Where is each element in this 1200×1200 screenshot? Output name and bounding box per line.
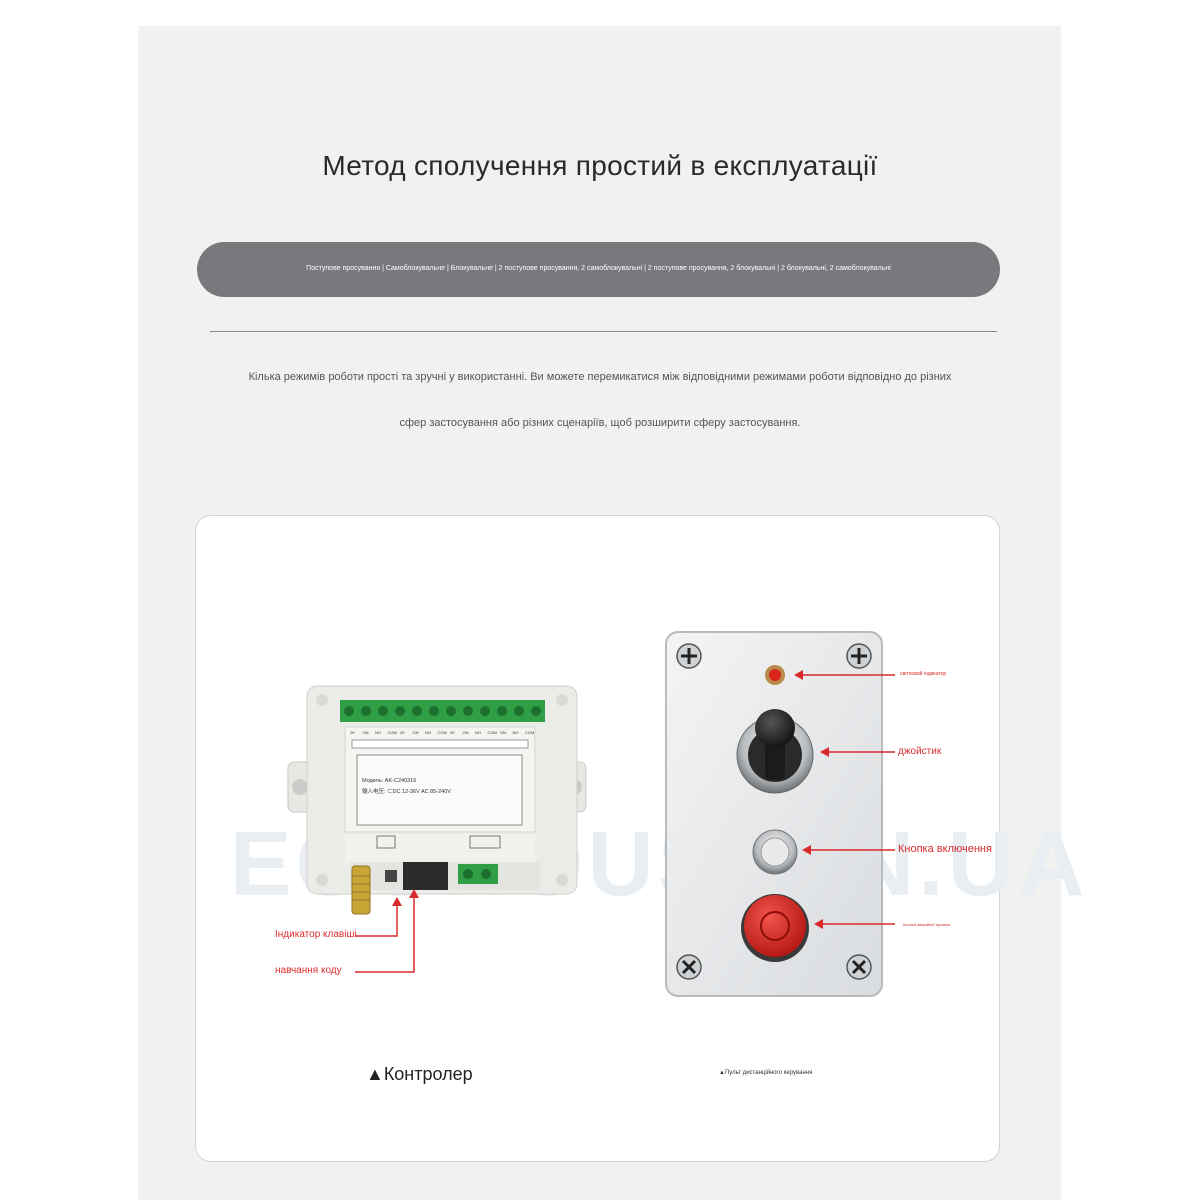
controller-device bbox=[287, 685, 587, 915]
terminal-label: 2K bbox=[450, 730, 455, 735]
terminal-label: COM bbox=[488, 730, 497, 735]
terminal-label: NO bbox=[375, 730, 381, 735]
terminal-label: 2K bbox=[350, 730, 355, 735]
terminal-label: COM bbox=[525, 730, 534, 735]
label-indicator: світловий індикатор bbox=[900, 671, 947, 677]
label-emergency-stop: Кнопка аварійної зупинки bbox=[903, 922, 951, 927]
remote-device bbox=[665, 631, 883, 997]
description-line-1: Кілька режимів роботи прості та зручні у… bbox=[248, 371, 952, 383]
terminal-label: ON bbox=[363, 730, 369, 735]
terminal-screws-top bbox=[344, 706, 541, 716]
divider bbox=[210, 331, 997, 332]
terminal-label: 2K bbox=[400, 730, 405, 735]
terminal-label: NO bbox=[475, 730, 481, 735]
terminal-label: ON bbox=[463, 730, 469, 735]
remote-caption: ▲Пульт дистанційного керування bbox=[719, 1070, 813, 1076]
controller-arrows bbox=[355, 889, 419, 973]
terminal-label: COM bbox=[438, 730, 447, 735]
terminal-label: COM bbox=[388, 730, 397, 735]
label-key-indicator: Індикатор клавіші bbox=[275, 929, 357, 940]
page-title: Метод сполучення простий в експлуатації bbox=[322, 150, 878, 181]
controller-caption: ▲Контролер bbox=[366, 1064, 473, 1084]
label-code-learning: навчання коду bbox=[275, 965, 342, 976]
screw-icon bbox=[676, 643, 872, 980]
modes-banner: Поступове просування | Самоблокувальне |… bbox=[197, 242, 1000, 297]
device-model-text: Модель: AK-C240316 bbox=[362, 778, 417, 784]
label-joystick: джойстик bbox=[898, 746, 942, 757]
terminal-label: ON bbox=[500, 730, 506, 735]
description-line-2: сфер застосування або різних сценаріїв, … bbox=[399, 417, 801, 429]
terminal-label: NO bbox=[513, 730, 519, 735]
modes-text: Поступове просування | Самоблокувальне |… bbox=[306, 265, 891, 272]
remote-arrows bbox=[794, 670, 895, 929]
terminal-label: ON bbox=[413, 730, 419, 735]
terminal-label: NO bbox=[425, 730, 431, 735]
label-power-button: Кнопка включення bbox=[898, 843, 992, 855]
device-input-text: 输入电压: ⊂DC 12-36V AC 85-240V bbox=[362, 789, 451, 795]
